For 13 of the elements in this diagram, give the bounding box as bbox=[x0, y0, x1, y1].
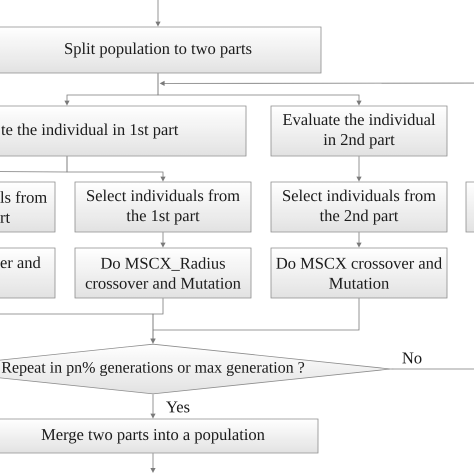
process-box: Split population to two parts bbox=[0, 26, 322, 74]
process-box bbox=[466, 182, 474, 232]
process-box: Do MSCX crossover and Mutation bbox=[270, 248, 448, 298]
process-box: ls from rt bbox=[0, 182, 56, 232]
process-box: Select individuals from the 2nd part bbox=[270, 182, 448, 232]
process-box: Evaluate the individual in 2nd part bbox=[270, 106, 448, 156]
process-box: Select individuals from the 1st part bbox=[74, 182, 252, 232]
process-box: Do MSCX_Radius crossover and Mutation bbox=[74, 248, 252, 298]
process-box: er and bbox=[0, 248, 56, 298]
edge-label: Yes bbox=[165, 400, 191, 414]
edge-label: No bbox=[400, 352, 424, 364]
process-box: te the individual in 1st part bbox=[0, 106, 246, 156]
process-box: Merge two parts into a population bbox=[0, 418, 318, 454]
